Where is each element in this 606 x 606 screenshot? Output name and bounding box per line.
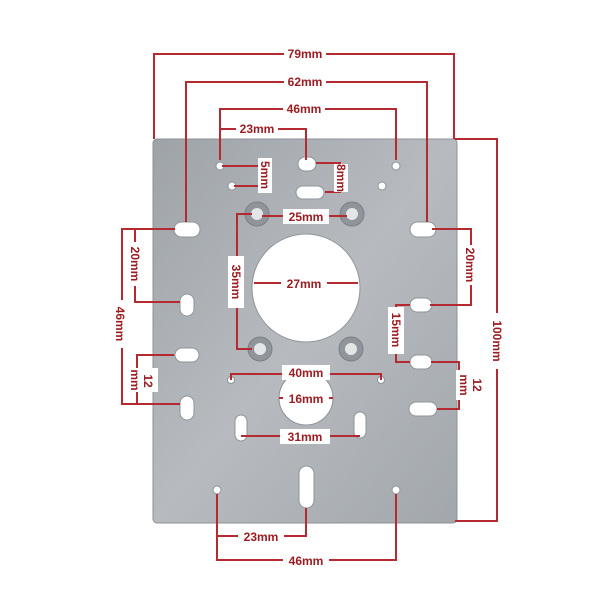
dim-slot-height: 8mm <box>334 164 348 192</box>
dim-center-bore: 27mm <box>287 277 322 291</box>
dim-top-hole-span: 46mm <box>287 102 322 116</box>
dim-right-slot-offset: 15mm <box>389 313 403 348</box>
dim-lower-hole-span: 40mm <box>289 366 324 380</box>
dim-small-bore: 16mm <box>289 392 324 406</box>
dim-bottom-hole-span: 46mm <box>289 554 324 568</box>
dim-overall-height: 100mm <box>490 320 504 361</box>
dim-right-pitch-upper: 20mm <box>463 248 477 283</box>
dim-left-pitch-lower-unit: mm <box>128 369 142 390</box>
dim-boss-vertical: 35mm <box>229 265 243 300</box>
label-backgrounds <box>113 46 505 568</box>
dim-bottom-slot-span: 31mm <box>288 430 323 444</box>
dim-left-pitch-total: 46mm <box>113 307 127 342</box>
dim-left-pitch-lower-value: 12 <box>141 374 155 388</box>
dim-top-hole-offset: 23mm <box>240 122 275 136</box>
dim-bottom-hole-offset: 23mm <box>244 530 279 544</box>
dim-right-pitch-lower-unit: mm <box>457 374 471 395</box>
dim-overall-width: 79mm <box>288 47 323 61</box>
dim-small-vertical: 5mm <box>258 161 272 189</box>
boss-group <box>244 201 365 362</box>
dim-outer-slot-span: 62mm <box>288 75 323 89</box>
dim-left-pitch-upper: 20mm <box>128 247 142 282</box>
dimension-labels: 79mm 62mm 46mm 23mm 5mm 8mm 25mm 27mm 35… <box>113 47 504 568</box>
dim-right-pitch-lower-value: 12 <box>470 378 484 392</box>
dim-boss-span: 25mm <box>289 210 324 224</box>
